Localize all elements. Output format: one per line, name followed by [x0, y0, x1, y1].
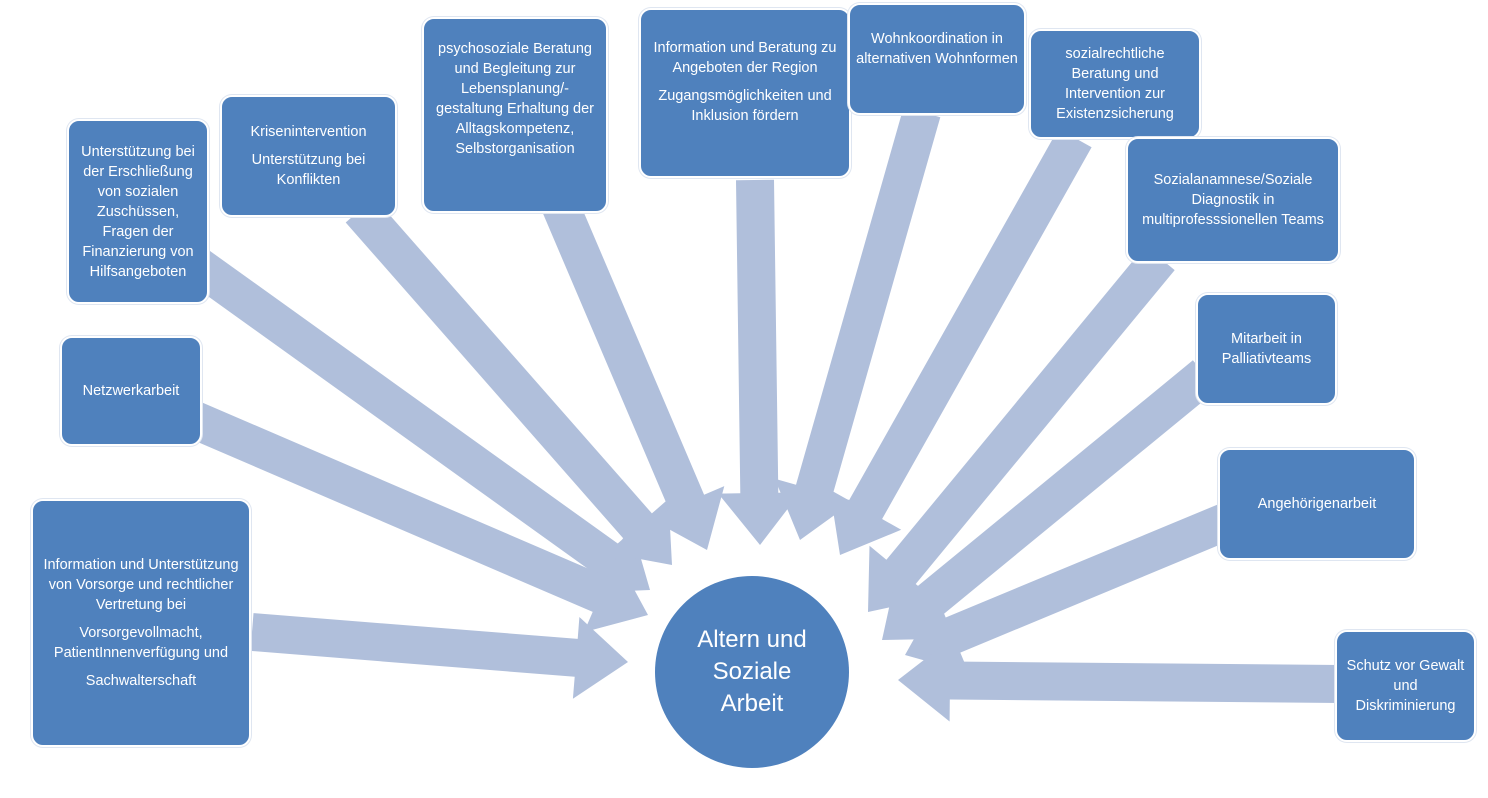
node-palliativ: Mitarbeit in Palliativteams — [1196, 293, 1337, 405]
arrow-region — [718, 179, 801, 545]
node-vorsorge: Information und Unterstützung von Vorsor… — [31, 499, 251, 747]
node-text: Schutz vor Gewalt und Diskriminierung — [1346, 658, 1465, 714]
node-psychosozial: psychosoziale Beratung und Begleitung zu… — [422, 17, 608, 213]
arrow-wohnen — [774, 106, 941, 541]
node-text: Zugangsmöglichkeiten und Inklusion förde… — [658, 88, 832, 124]
node-text: Netzwerkarbeit — [82, 383, 180, 399]
node-text: Mitarbeit in Palliativteams — [1221, 331, 1312, 367]
arrow-palliativ — [882, 360, 1218, 640]
node-netzwerkarbeit: Netzwerkarbeit — [60, 336, 202, 446]
node-text: psychosoziale Beratung und Begleitung zu… — [436, 41, 594, 157]
node-text: Sachwalterschaft — [85, 673, 197, 689]
arrow-gewalt — [898, 639, 1341, 722]
node-angehoerigenarbeit: Angehörigenarbeit — [1218, 448, 1416, 560]
arrow-netzwerk — [182, 400, 648, 633]
arrow-finanzierung — [178, 244, 650, 593]
node-region: Information und Beratung zu Angeboten de… — [639, 8, 851, 178]
node-krisenintervention: Krisenintervention Unterstützung bei Kon… — [220, 95, 397, 217]
node-wohnkoordination: Wohnkoordination in alternativen Wohnfor… — [848, 3, 1026, 115]
node-finanzierung: Unterstützung bei der Erschließung von s… — [67, 119, 209, 304]
node-text: Sozialanamnese/Soziale Diagnostik in mul… — [1142, 172, 1324, 228]
arrow-sozialrecht — [829, 128, 1092, 555]
node-text: sozialrechtliche Beratung und Interventi… — [1056, 46, 1174, 122]
node-gewaltschutz: Schutz vor Gewalt und Diskriminierung — [1335, 630, 1476, 742]
center-label: Altern und Soziale Arbeit — [697, 626, 807, 717]
node-sozialrecht: sozialrechtliche Beratung und Interventi… — [1029, 29, 1201, 139]
node-sozialanamnese: Sozialanamnese/Soziale Diagnostik in mul… — [1126, 137, 1340, 263]
node-text: Information und Unterstützung von Vorsor… — [43, 557, 239, 613]
node-text: Angehörigenarbeit — [1257, 496, 1377, 512]
node-text: Krisenintervention — [250, 124, 367, 140]
arrow-krisen — [345, 197, 672, 565]
arrow-psychosozial — [542, 197, 725, 550]
node-text: Wohnkoordination in alternativen Wohnfor… — [856, 31, 1018, 67]
node-text: Unterstützung bei Konflikten — [251, 152, 366, 188]
center-circle: Altern und Soziale Arbeit — [655, 576, 849, 768]
node-text: Information und Beratung zu Angeboten de… — [653, 40, 837, 76]
arrow-angehoerige — [905, 504, 1233, 673]
node-text: Unterstützung bei der Erschließung von s… — [81, 143, 195, 280]
arrow-vorsorge — [250, 613, 628, 699]
arrow-anamnese — [868, 245, 1175, 612]
node-text: Vorsorgevollmacht, PatientInnenverfügung… — [53, 625, 229, 661]
